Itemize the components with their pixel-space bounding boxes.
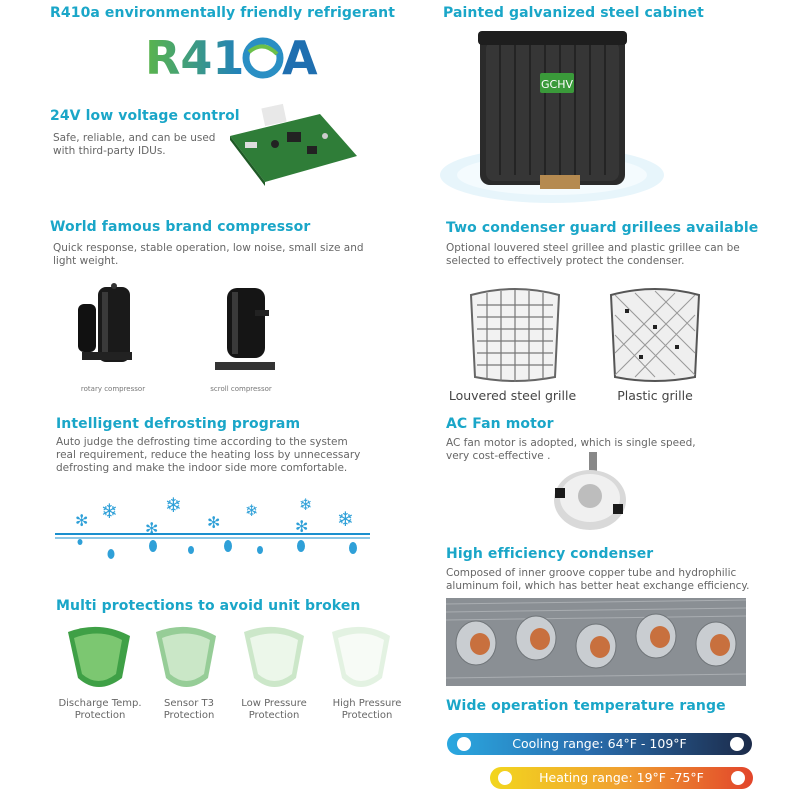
r410a-title: R410a environmentally friendly refrigera…	[50, 5, 395, 21]
svg-text:❄: ❄	[165, 493, 182, 517]
heating-range-label: Heating range: 19°F -75°F	[539, 770, 704, 785]
low-voltage-desc: Safe, reliable, and can be used with thi…	[53, 132, 216, 157]
protections-title: Multi protections to avoid unit broken	[56, 598, 361, 614]
cooling-range-bar: Cooling range: 64°F - 109°F	[447, 733, 752, 755]
r410a-logo: R41 A	[145, 30, 325, 85]
cooling-max-dot	[730, 737, 744, 751]
fan-motor-title: AC Fan motor	[446, 416, 554, 432]
svg-text:❄: ❄	[245, 501, 258, 520]
svg-text:❄: ❄	[299, 495, 312, 514]
louvered-grille-caption: Louvered steel grille	[448, 388, 577, 403]
cooling-range-label: Cooling range: 64°F - 109°F	[512, 736, 687, 751]
plastic-grille-caption: Plastic grille	[617, 388, 693, 403]
defrost-desc: Auto judge the defrosting time according…	[56, 436, 361, 474]
plastic-grille-image	[605, 285, 705, 385]
protection-shields	[60, 622, 390, 694]
condenser-title: High efficiency condenser	[446, 546, 654, 562]
defrost-illustration: ✻ ❄ ✻ ❄ ✻ ❄ ✻ ❄ ❄	[55, 490, 370, 565]
grille-desc: Optional louvered steel grillee and plas…	[446, 242, 740, 267]
control-board-image	[225, 96, 360, 186]
svg-text:✻: ✻	[207, 513, 220, 532]
protection-label-low-pressure: Low Pressure Protection	[241, 698, 307, 721]
svg-text:✻: ✻	[75, 511, 88, 530]
svg-text:R41: R41	[145, 31, 244, 80]
svg-text:✻: ✻	[295, 517, 308, 536]
compressor-title: World famous brand compressor	[50, 219, 311, 235]
heating-range-bar: Heating range: 19°F -75°F	[490, 767, 753, 789]
heating-min-dot	[498, 771, 512, 785]
protection-label-high-pressure: High Pressure Protection	[332, 698, 402, 721]
grille-title: Two condenser guard grillees available	[446, 220, 759, 236]
fan-motor-desc: AC fan motor is adopted, which is single…	[446, 437, 696, 462]
rotary-compressor-image	[70, 282, 140, 377]
condenser-unit-image: GCHV	[440, 25, 665, 205]
defrost-title: Intelligent defrosting program	[56, 416, 301, 432]
scroll-compressor-image	[205, 280, 280, 375]
low-voltage-title: 24V low voltage control	[50, 108, 240, 124]
scroll-caption: scroll compressor	[210, 385, 272, 393]
svg-text:❄: ❄	[337, 507, 354, 531]
compressor-desc: Quick response, stable operation, low no…	[53, 242, 364, 267]
brand-label: GCHV	[541, 78, 573, 91]
fan-motor-image	[545, 448, 635, 538]
protection-label-discharge: Discharge Temp. Protection	[58, 698, 142, 721]
heating-max-dot	[731, 771, 745, 785]
condenser-coil-image	[446, 598, 746, 686]
svg-text:✻: ✻	[145, 519, 158, 538]
louvered-grille-image	[465, 285, 565, 385]
cooling-min-dot	[457, 737, 471, 751]
svg-text:A: A	[282, 31, 318, 80]
rotary-caption: rotary compressor	[80, 385, 146, 393]
temperature-title: Wide operation temperature range	[446, 698, 726, 714]
svg-text:❄: ❄	[101, 499, 118, 523]
cabinet-title: Painted galvanized steel cabinet	[443, 5, 704, 21]
condenser-desc: Composed of inner groove copper tube and…	[446, 567, 750, 592]
protection-label-sensor: Sensor T3 Protection	[163, 698, 215, 721]
